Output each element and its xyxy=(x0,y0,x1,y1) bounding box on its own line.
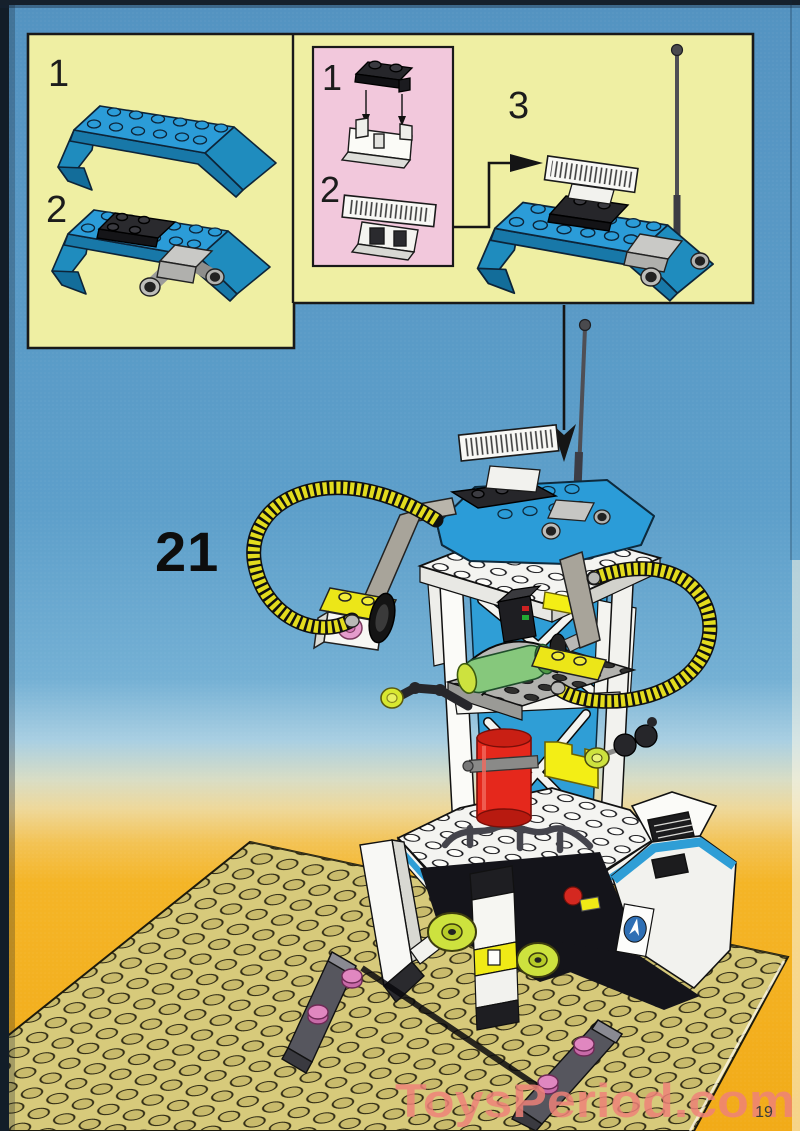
binoculars-piece xyxy=(584,717,658,769)
equipment-container xyxy=(560,791,737,1010)
yellow-tile-small xyxy=(579,896,601,912)
step-3-label: 3 xyxy=(508,85,529,127)
container-shadow xyxy=(560,942,700,1010)
step3-nozzle-piece xyxy=(623,233,710,287)
left-ramp xyxy=(281,951,542,1091)
rocket-logo-icon xyxy=(629,918,640,936)
top-scan-edge xyxy=(0,0,800,5)
pink-step-2-label: 2 xyxy=(320,169,340,210)
radar-grille xyxy=(457,423,560,462)
lime-dish-right xyxy=(516,942,560,978)
radar-support xyxy=(485,465,541,493)
right-hose xyxy=(550,561,718,709)
step-2-diagram xyxy=(51,209,271,302)
left-scan-edge xyxy=(0,0,9,1131)
baseplate-right-edge xyxy=(688,960,786,1131)
right-page-edge xyxy=(792,560,800,1131)
step-number: 21 xyxy=(155,520,219,583)
black-plate-piece xyxy=(96,212,177,248)
right-ramp xyxy=(511,1019,624,1131)
flow-arrowhead-icon xyxy=(510,154,543,172)
flow-arrow xyxy=(453,154,543,229)
step-2-label: 2 xyxy=(46,189,67,231)
striped-column xyxy=(469,865,520,1031)
gripper-arm xyxy=(380,682,473,711)
black-clip-plate xyxy=(354,60,414,93)
tower-model xyxy=(246,318,737,1131)
container-blue-stripe xyxy=(611,837,737,884)
pink-step-2-diagram xyxy=(341,194,437,261)
ramp-pink-studs xyxy=(307,968,363,1025)
pink-step-1-diagram xyxy=(340,60,414,169)
container-vent-lower xyxy=(651,853,689,879)
instruction-panel: 1 2 3 1 2 xyxy=(26,32,755,350)
ramp-pink-studs-right xyxy=(537,1036,595,1095)
container-sticker xyxy=(615,903,655,958)
camera-brick xyxy=(495,585,542,643)
step-3-diagram xyxy=(476,43,714,302)
step-1-label: 1 xyxy=(48,53,69,95)
yellow-brick-castellated xyxy=(544,741,599,790)
bracket-under-grille xyxy=(350,221,419,261)
lime-dish-left xyxy=(427,912,477,952)
right-arm-yellow-plate xyxy=(530,550,608,681)
page-number: 19 xyxy=(755,1104,773,1121)
fuel-tank xyxy=(462,728,539,828)
placement-arrow xyxy=(552,305,576,462)
watermark: ToysPeriod.com xyxy=(395,1074,795,1127)
white-bracket-piece xyxy=(340,117,413,169)
placement-arrowhead-icon xyxy=(552,424,576,462)
pink-step-1-label: 1 xyxy=(322,57,342,98)
nozzle-brick-piece xyxy=(139,244,225,297)
red-dome-light xyxy=(563,886,583,906)
antenna-mount-nozzles xyxy=(541,499,611,540)
left-hose xyxy=(246,480,444,635)
